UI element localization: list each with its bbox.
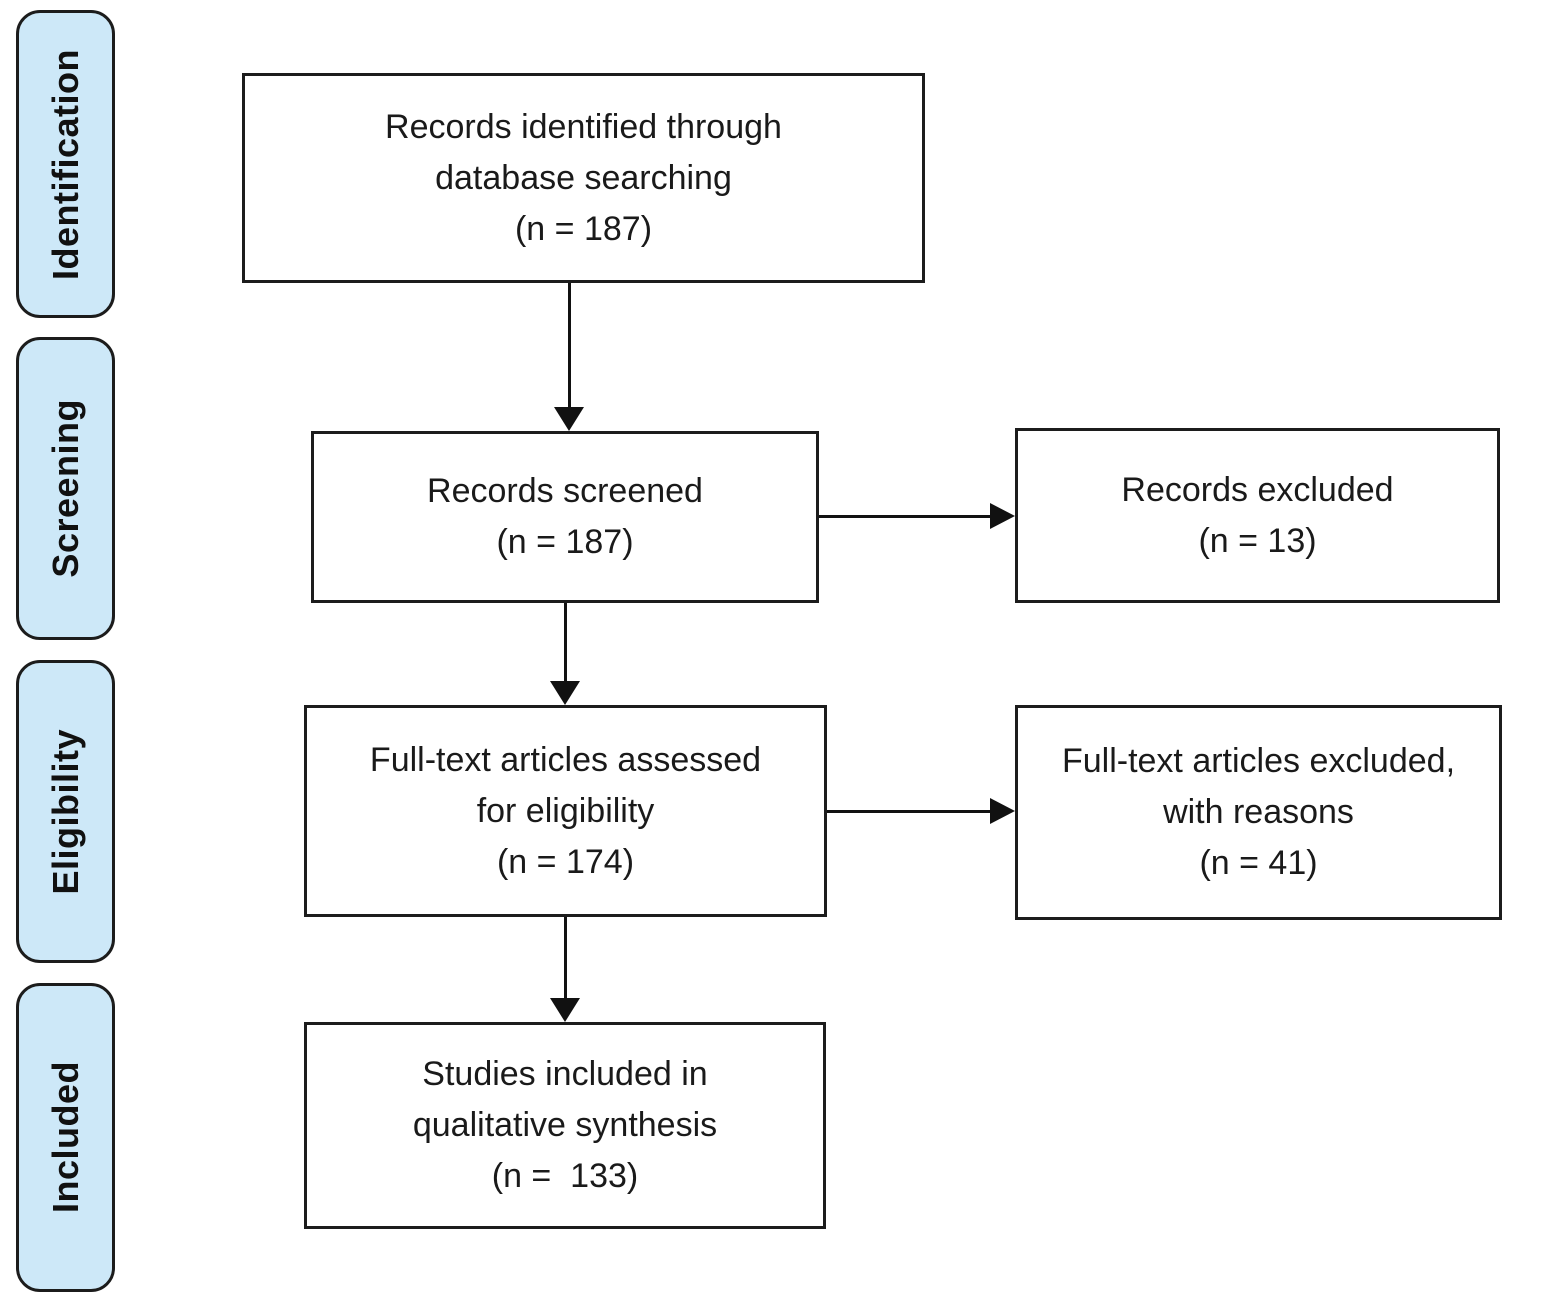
box-fulltext-excluded-line1: Full-text articles excluded,	[1061, 742, 1456, 780]
box-records-identified-line1: Records identified through	[385, 107, 782, 146]
arrow-assessed-to-included-line	[564, 917, 567, 1001]
arrow-identified-to-screened-line	[568, 283, 571, 410]
box-records-screened: Records screened (n = 187)	[311, 431, 819, 603]
stage-eligibility: Eligibility	[16, 660, 115, 963]
box-records-screened-line1: Records screened	[427, 472, 703, 510]
arrow-screened-to-excluded-head-icon	[990, 503, 1015, 529]
box-fulltext-assessed: Full-text articles assessed for eligibil…	[304, 705, 827, 917]
box-fulltext-excluded-line2: with reasons	[1163, 793, 1354, 831]
arrow-screened-to-assessed-line	[564, 603, 567, 684]
arrow-screened-to-excluded-line	[819, 515, 992, 518]
arrow-assessed-to-included-head-icon	[550, 998, 580, 1022]
box-records-screened-count: (n = 187)	[496, 523, 634, 561]
stage-identification: Identification	[16, 10, 115, 318]
box-records-identified: Records identified through database sear…	[242, 73, 925, 283]
stage-included: Included	[16, 983, 115, 1292]
box-fulltext-assessed-line2: for eligibility	[476, 791, 655, 830]
box-records-identified-count: (n = 187)	[514, 209, 653, 248]
box-fulltext-excluded-count: (n = 41)	[1199, 844, 1318, 882]
arrow-screened-to-assessed-head-icon	[550, 681, 580, 705]
box-fulltext-assessed-count: (n = 174)	[496, 842, 635, 881]
stage-screening-label: Screening	[44, 399, 86, 578]
box-studies-included-count: (n = 133)	[491, 1157, 639, 1195]
box-records-excluded-line1: Records excluded	[1121, 470, 1394, 509]
box-records-excluded: Records excluded (n = 13)	[1015, 428, 1500, 603]
stage-identification-label: Identification	[44, 48, 86, 280]
box-records-excluded-count: (n = 13)	[1198, 521, 1317, 560]
box-studies-included-line1: Studies included in	[422, 1055, 708, 1093]
arrow-assessed-to-excluded-head-icon	[990, 798, 1015, 824]
arrow-identified-to-screened-head-icon	[554, 407, 584, 431]
arrow-assessed-to-excluded-line	[827, 810, 992, 813]
stage-included-label: Included	[44, 1061, 86, 1214]
box-records-identified-line2: database searching	[435, 158, 732, 197]
box-fulltext-excluded: Full-text articles excluded, with reason…	[1015, 705, 1502, 920]
box-fulltext-assessed-line1: Full-text articles assessed	[369, 740, 762, 779]
stage-eligibility-label: Eligibility	[44, 728, 86, 895]
stage-screening: Screening	[16, 337, 115, 640]
box-studies-included-line2: qualitative synthesis	[412, 1106, 718, 1144]
box-studies-included: Studies included in qualitative synthesi…	[304, 1022, 826, 1229]
